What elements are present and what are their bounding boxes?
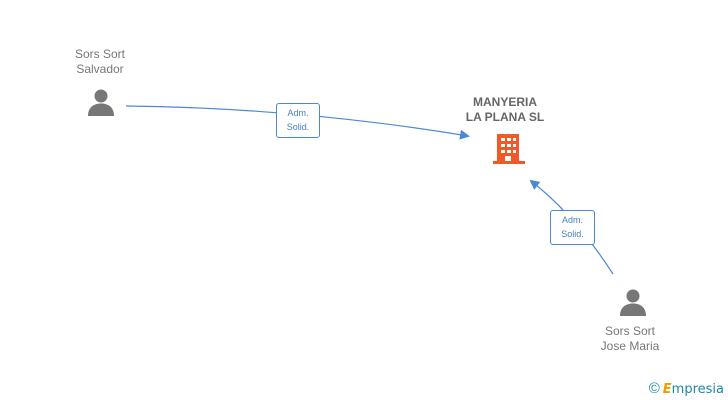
person-jose-name-line2: Jose Maria bbox=[600, 339, 660, 353]
company-name-line1: MANYERIA bbox=[472, 95, 537, 109]
empresia-watermark: ©Empresia bbox=[649, 380, 724, 397]
person-salvador-name-line2: Salvador bbox=[76, 62, 124, 76]
person-icon[interactable] bbox=[618, 288, 648, 318]
company-name-line2: LA PLANA SL bbox=[465, 110, 545, 124]
edge-salvador-role-line1: Adm. bbox=[287, 108, 309, 118]
edge-jose-role-line1: Adm. bbox=[561, 215, 583, 225]
person-node-salvador-label[interactable]: Sors Sort Salvador bbox=[50, 47, 150, 77]
copyright-symbol: © bbox=[648, 380, 660, 397]
brand-name-rest: mpresia bbox=[671, 382, 724, 397]
edge-label-jose-role[interactable]: Adm. Solid. bbox=[550, 210, 595, 245]
person-icon[interactable] bbox=[86, 88, 116, 118]
person-salvador-name-line1: Sors Sort bbox=[74, 47, 125, 61]
edge-salvador-role-line2: Solid. bbox=[286, 122, 310, 132]
brand-initial: E bbox=[662, 382, 672, 397]
edge-jose-role-line2: Solid. bbox=[561, 229, 584, 239]
company-node-label[interactable]: MANYERIA LA PLANA SL bbox=[440, 95, 570, 125]
person-node-jose-label[interactable]: Sors Sort Jose Maria bbox=[580, 324, 680, 354]
person-jose-name-line1: Sors Sort bbox=[604, 324, 655, 338]
building-icon[interactable] bbox=[492, 132, 526, 166]
edge-label-salvador-role[interactable]: Adm. Solid. bbox=[276, 103, 320, 138]
